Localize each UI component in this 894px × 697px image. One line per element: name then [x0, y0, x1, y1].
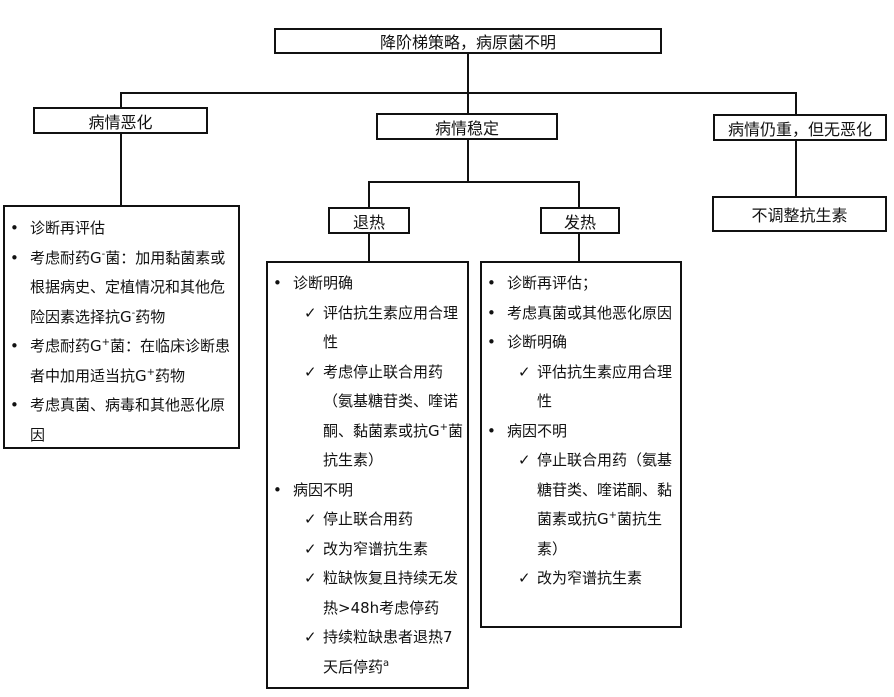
connector: [368, 233, 370, 262]
section-label: 诊断明确: [273, 269, 466, 299]
febrile-node: 发热: [540, 207, 620, 234]
check-item: 评估抗生素应用合理性: [487, 358, 680, 417]
worse-list: 诊断再评估 考虑耐药G-菌：加用黏菌素或根据病史、定植情况和其他危险因素选择抗G…: [10, 214, 236, 450]
worse-title: 病情恶化: [88, 112, 153, 132]
afebrile-node: 退热: [328, 207, 410, 234]
severe-title: 病情仍重，但无恶化: [727, 119, 872, 139]
connector: [120, 92, 797, 94]
afebrile-detail-box: 诊断明确 评估抗生素应用合理性 考虑停止联合用药（氨基糖苷类、喹诺酮、黏菌素或抗…: [266, 261, 469, 689]
febrile-title: 发热: [563, 212, 596, 232]
section-label: 病因不明: [487, 417, 680, 447]
stable-node: 病情稳定: [376, 113, 558, 140]
connector: [368, 181, 370, 208]
febrile-list: 诊断再评估； 考虑真菌或其他恶化原因 诊断明确 评估抗生素应用合理性 病因不明 …: [487, 269, 680, 594]
list-item: 诊断再评估: [10, 214, 236, 244]
list-item: 考虑真菌、病毒和其他恶化原因: [10, 391, 236, 450]
afebrile-title: 退热: [352, 212, 385, 232]
severe-node: 病情仍重，但无恶化: [713, 114, 887, 141]
check-item: 评估抗生素应用合理性: [273, 299, 466, 358]
list-item: 诊断再评估；: [487, 269, 680, 299]
connector: [578, 233, 580, 262]
connector: [467, 138, 469, 182]
root-label: 降阶梯策略，病原菌不明: [379, 33, 556, 52]
connector: [467, 52, 469, 94]
check-item: 停止联合用药: [273, 505, 466, 535]
connector: [120, 92, 122, 109]
severe-action-node: 不调整抗生素: [712, 196, 887, 232]
severe-action: 不调整抗生素: [751, 206, 848, 225]
section-label: 病因不明: [273, 476, 466, 506]
list-item: 考虑真菌或其他恶化原因: [487, 299, 680, 329]
worse-node: 病情恶化: [33, 107, 208, 134]
febrile-detail-box: 诊断再评估； 考虑真菌或其他恶化原因 诊断明确 评估抗生素应用合理性 病因不明 …: [480, 261, 682, 628]
connector: [368, 181, 580, 183]
connector: [467, 92, 469, 114]
list-item: 考虑耐药G+菌：在临床诊断患者中加用适当抗G+药物: [10, 332, 236, 391]
check-item: 改为窄谱抗生素: [273, 535, 466, 565]
connector: [795, 140, 797, 197]
connector: [578, 181, 580, 208]
section-label: 诊断明确: [487, 328, 680, 358]
check-item: 粒缺恢复且持续无发热>48h考虑停药: [273, 564, 466, 623]
check-item: 停止联合用药（氨基糖苷类、喹诺酮、黏菌素或抗G+菌抗生素）: [487, 446, 680, 564]
stable-title: 病情稳定: [434, 118, 499, 138]
connector: [120, 134, 122, 206]
list-item: 考虑耐药G-菌：加用黏菌素或根据病史、定植情况和其他危险因素选择抗G-药物: [10, 244, 236, 333]
worse-detail-box: 诊断再评估 考虑耐药G-菌：加用黏菌素或根据病史、定植情况和其他危险因素选择抗G…: [3, 205, 240, 449]
check-item: 持续粒缺患者退热7天后停药a: [273, 623, 466, 682]
root-node: 降阶梯策略，病原菌不明: [274, 28, 662, 54]
afebrile-list: 诊断明确 评估抗生素应用合理性 考虑停止联合用药（氨基糖苷类、喹诺酮、黏菌素或抗…: [273, 269, 466, 682]
check-item: 改为窄谱抗生素: [487, 564, 680, 594]
connector: [795, 92, 797, 114]
check-item: 考虑停止联合用药（氨基糖苷类、喹诺酮、黏菌素或抗G+菌抗生素）: [273, 358, 466, 476]
